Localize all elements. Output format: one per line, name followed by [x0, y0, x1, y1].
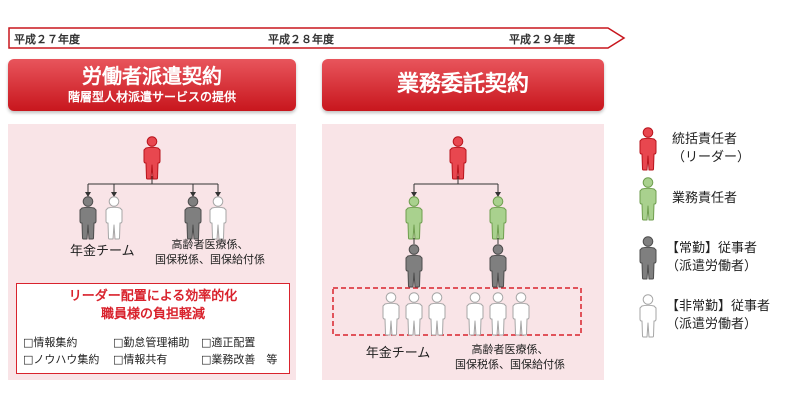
right-parttime-worker-icon	[382, 292, 400, 336]
legend-parttime-icon	[639, 294, 657, 338]
legend-parttime-line1: 【非常勤】従事者	[666, 299, 771, 314]
legend-manager-label: 業務責任者	[672, 190, 737, 208]
right-parttime-worker-icon	[428, 292, 446, 336]
legend-fulltime-icon	[639, 236, 657, 280]
legend-fulltime-label: 【常勤】従事者 （派遣労働者）	[666, 240, 757, 276]
legend-fulltime-line1: 【常勤】従事者	[666, 241, 758, 256]
right-section-label-line2: 国保税係、国保給付係	[455, 358, 565, 371]
left-parttime-worker-icon	[105, 196, 123, 240]
task-item: □ノウハウ集約	[23, 353, 100, 366]
legend-leader-line1: 統括責任者	[672, 132, 738, 147]
leader-benefit-box: リーダー配置による効率的化 職員様の負担軽減 □情報集約 □勤怠管理補助 □適正…	[16, 283, 290, 374]
dispatch-contract-subtitle: 階層型人材派遣サービスの提供	[67, 90, 236, 104]
task-item: □情報共有	[113, 353, 168, 366]
task-item: □勤怠管理補助	[113, 336, 190, 349]
right-parttime-worker-icon	[405, 292, 423, 336]
right-parttime-worker-icon	[489, 292, 507, 336]
right-manager-person-icon	[489, 196, 507, 240]
outsourcing-contract-title: 業務委託契約	[396, 72, 529, 97]
benefit-title-line2: 職員様の負担軽減	[100, 307, 205, 322]
task-item: □業務改善 等	[201, 353, 278, 366]
task-item: □情報集約	[23, 336, 78, 349]
right-manager-person-icon	[405, 196, 423, 240]
left-leader-person-icon	[143, 136, 161, 180]
right-parttime-worker-icon	[512, 292, 530, 336]
right-parttime-worker-icon	[466, 292, 484, 336]
legend-parttime-line2: （派遣労働者）	[666, 317, 758, 332]
legend-leader-icon	[639, 127, 657, 171]
timeline-arrow	[8, 27, 626, 49]
right-pension-team-label: 年金チーム	[365, 346, 431, 361]
timeline-label-h27: 平成２７年度	[14, 33, 80, 46]
legend-manager-icon	[639, 177, 657, 221]
dispatch-contract-header: 労働者派遣契約 階層型人材派遣サービスの提供	[8, 59, 296, 111]
left-fulltime-worker-icon	[184, 196, 202, 240]
right-leader-person-icon	[449, 136, 467, 180]
left-section-label: 高齢者医療係、 国保税係、国保給付係	[150, 237, 270, 267]
legend-manager-line1: 業務責任者	[672, 191, 738, 206]
legend-fulltime-line2: （派遣労働者）	[666, 259, 758, 274]
outsourcing-contract-header: 業務委託契約	[322, 59, 604, 111]
left-section-label-line2: 国保税係、国保給付係	[155, 253, 265, 266]
legend-parttime-label: 【非常勤】従事者 （派遣労働者）	[666, 298, 770, 334]
timeline-label-h28: 平成２８年度	[268, 33, 334, 46]
left-section-label-line1: 高齢者医療係、	[171, 238, 249, 251]
left-fulltime-worker-icon	[79, 196, 97, 240]
legend-leader-label: 統括責任者 （リーダー）	[672, 131, 750, 167]
timeline-label-h29: 平成２９年度	[509, 33, 575, 46]
left-pension-team-label: 年金チーム	[70, 244, 135, 259]
right-section-label: 高齢者医療係、 国保税係、国保給付係	[450, 342, 570, 372]
benefit-title-line1: リーダー配置による効率的化	[68, 289, 238, 304]
right-section-label-line1: 高齢者医療係、	[471, 343, 549, 356]
legend-leader-line2: （リーダー）	[672, 150, 751, 165]
task-item: □適正配置	[201, 336, 256, 349]
right-fulltime-worker-icon	[405, 244, 423, 288]
left-parttime-worker-icon	[209, 196, 227, 240]
dispatch-contract-title: 労働者派遣契約	[82, 64, 222, 88]
right-fulltime-worker-icon	[489, 244, 507, 288]
